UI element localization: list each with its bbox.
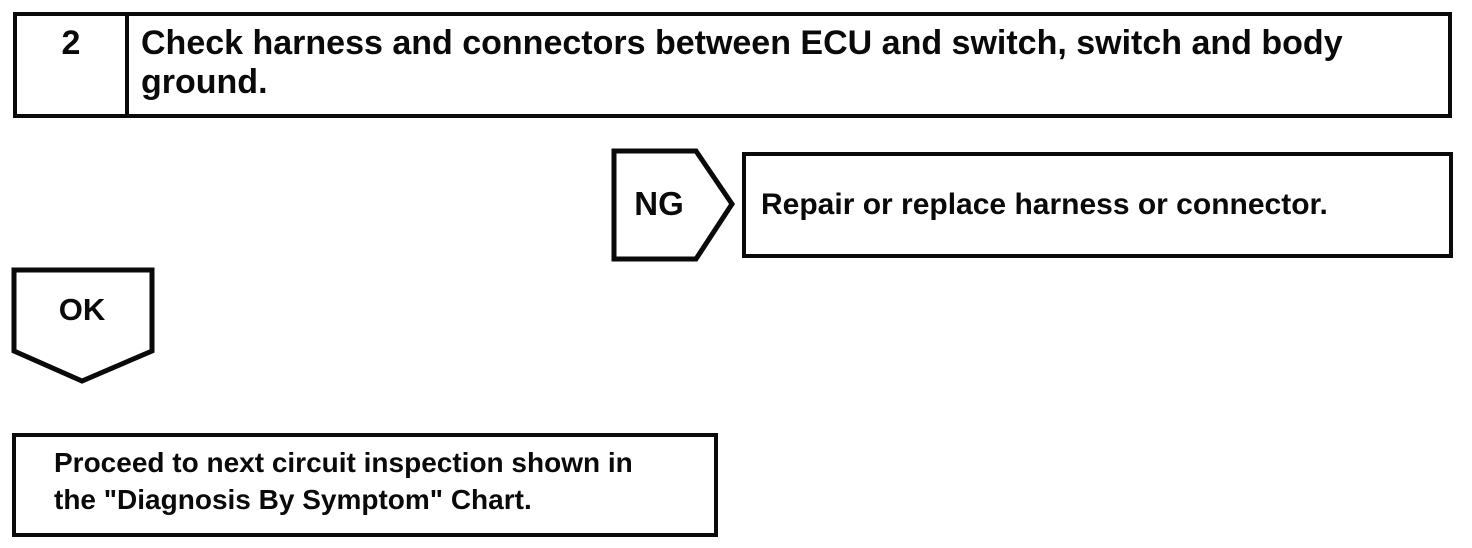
step-instruction-cell: Check harness and connectors between ECU… [129,16,1448,114]
step-number-cell: 2 [17,16,129,114]
ok-action-box: Proceed to next circuit inspection shown… [12,433,718,537]
ng-action-text: Repair or replace harness or connector. [761,188,1328,221]
ok-label: OK [58,292,106,327]
ok-arrow-down-icon [11,267,155,384]
step-instruction-text: Check harness and connectors between ECU… [141,24,1343,101]
ng-arrow-right-icon [611,148,736,262]
ok-connector: OK [11,266,157,386]
ng-action-box: Repair or replace harness or connector. [742,152,1453,258]
step-box: 2 Check harness and connectors between E… [13,12,1452,118]
ng-label: NG [634,185,684,222]
ng-connector: NG [611,148,737,262]
ok-action-text: Proceed to next circuit inspection shown… [54,447,633,515]
step-number: 2 [61,24,81,62]
